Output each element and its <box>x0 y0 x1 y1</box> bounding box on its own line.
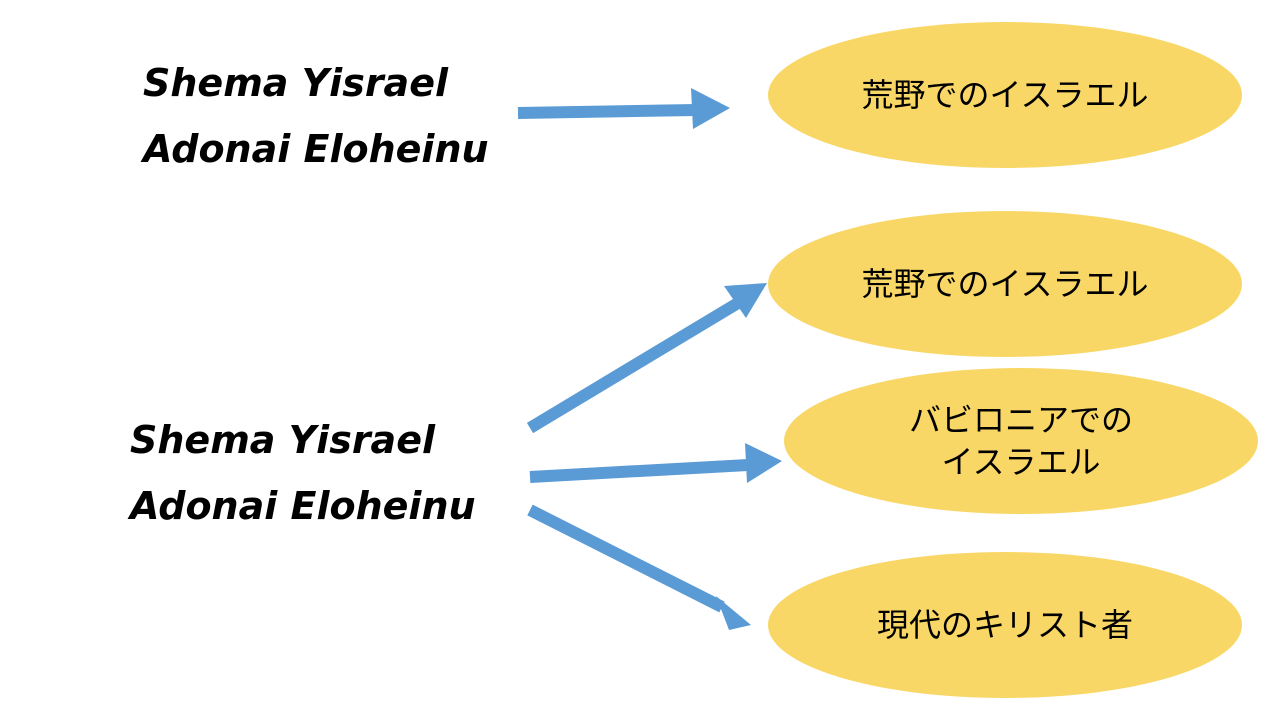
source-text-top: Shema Yisrael Adonai Eloheinu <box>143 50 489 182</box>
arrow-2-head <box>745 443 782 483</box>
source-top-line-2: Adonai Eloheinu <box>143 127 489 171</box>
arrow-to-target-3 <box>527 504 751 630</box>
target-3-label: 現代のキリスト者 <box>876 606 1133 644</box>
arrow-1-shaft <box>526 297 742 434</box>
arrow-top-head <box>691 88 730 129</box>
arrow-3-shaft <box>527 504 725 613</box>
arrow-top-shaft <box>517 104 697 119</box>
target-ellipse-1: 荒野でのイスラエル <box>768 211 1242 357</box>
arrow-3-head <box>716 596 751 630</box>
target-ellipse-2: バビロニアでの イスラエル <box>784 368 1258 514</box>
source-text-bottom: Shema Yisrael Adonai Eloheinu <box>130 407 476 539</box>
source-top-line-1: Shema Yisrael <box>143 61 449 105</box>
arrow-2-shaft <box>529 459 749 483</box>
target-ellipse-top: 荒野でのイスラエル <box>768 22 1242 168</box>
source-bottom-line-1: Shema Yisrael <box>130 418 436 462</box>
source-bottom-line-2: Adonai Eloheinu <box>130 484 476 528</box>
arrow-1-head <box>724 283 767 318</box>
arrow-top <box>517 88 730 129</box>
target-ellipse-3: 現代のキリスト者 <box>768 552 1242 698</box>
arrow-to-target-2 <box>529 443 782 483</box>
target-top-label: 荒野でのイスラエル <box>861 76 1149 114</box>
target-2-label: バビロニアでの イスラエル <box>908 401 1133 481</box>
arrow-to-target-1 <box>526 283 767 434</box>
target-1-label: 荒野でのイスラエル <box>861 265 1149 303</box>
